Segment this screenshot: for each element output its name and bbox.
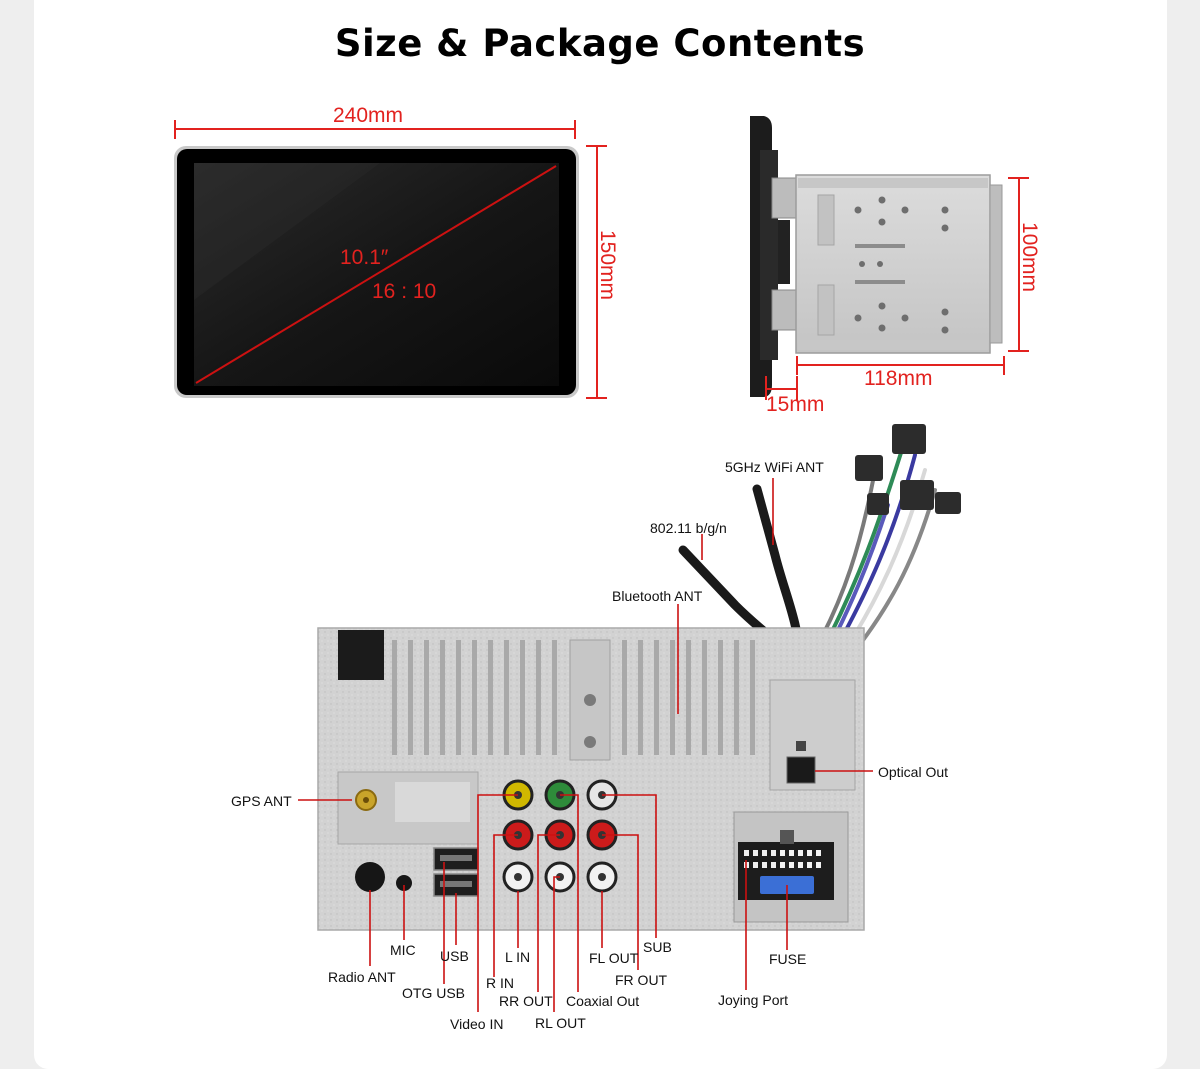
- label-rr-out: RR OUT: [499, 993, 553, 1009]
- port-labels: 5GHz WiFi ANT 802.11 b/g/n Bluetooth ANT…: [231, 459, 948, 1032]
- label-otg-usb: OTG USB: [402, 985, 465, 1001]
- callout-lines: [298, 478, 873, 1012]
- label-fr-out: FR OUT: [615, 972, 668, 988]
- depth-dimension: [796, 356, 1005, 375]
- label-video-in: Video IN: [450, 1016, 503, 1032]
- heatsink-fins: [392, 640, 755, 755]
- label-fl-out: FL OUT: [589, 950, 639, 966]
- back-view: [317, 424, 961, 931]
- front-view: 10.1″ 16 : 10 240mm 150mm: [174, 104, 619, 399]
- aspect-ratio-label: 16 : 10: [372, 280, 436, 303]
- side-height-label: 100mm: [1018, 222, 1041, 292]
- bezel-label: 15mm: [766, 393, 824, 416]
- width-dimension: [174, 120, 576, 139]
- diagonal-size-label: 10.1″: [340, 246, 389, 269]
- diagonal-line: [195, 165, 557, 384]
- label-fuse: FUSE: [769, 951, 806, 967]
- height-label: 150mm: [596, 230, 619, 300]
- label-gps: GPS ANT: [231, 793, 292, 809]
- label-l-in: L IN: [505, 949, 530, 965]
- page-title: Size & Package Contents: [334, 22, 866, 65]
- height-dimension: [586, 145, 607, 399]
- side-view: 100mm 118mm 15mm: [750, 116, 1041, 416]
- label-joying-port: Joying Port: [718, 992, 788, 1008]
- label-r-in: R IN: [486, 975, 514, 991]
- label-radio: Radio ANT: [328, 969, 396, 985]
- harness-connectors: [855, 424, 961, 515]
- label-coaxial: Coaxial Out: [566, 993, 639, 1009]
- depth-height-dimension: [1008, 177, 1029, 352]
- label-bluetooth: Bluetooth ANT: [612, 588, 703, 604]
- rca-jacks: [502, 779, 618, 893]
- bezel-dimension: [765, 376, 798, 400]
- label-wifi-5g: 5GHz WiFi ANT: [725, 459, 824, 475]
- label-mic: MIC: [390, 942, 416, 958]
- label-usb: USB: [440, 948, 469, 964]
- depth-label: 118mm: [864, 367, 932, 390]
- optical-port[interactable]: [786, 756, 816, 784]
- radio-ant-port[interactable]: [355, 862, 385, 892]
- label-optical: Optical Out: [878, 764, 948, 780]
- width-label: 240mm: [333, 104, 403, 127]
- label-sub: SUB: [643, 939, 672, 955]
- label-wifi-24: 802.11 b/g/n: [650, 520, 727, 536]
- label-rl-out: RL OUT: [535, 1015, 586, 1031]
- mic-port[interactable]: [396, 875, 412, 891]
